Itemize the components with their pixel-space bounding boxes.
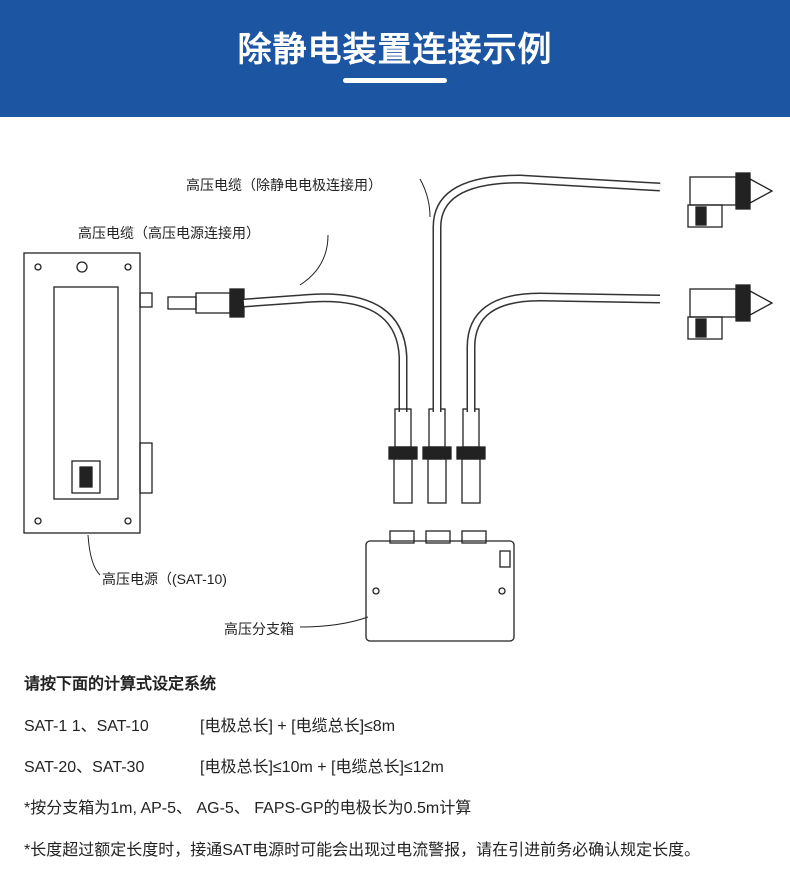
electrode-cable-upper-inner xyxy=(434,175,661,412)
formula-text-2: [电极总长]≤10m + [电缆总长]≤12m xyxy=(200,759,444,776)
power-supply-unit xyxy=(23,252,153,534)
note-overcurrent-warning: *长度超过额定长度时，接通SAT电源时可能会出现过电流警报，请在引进前务必确认规… xyxy=(24,842,701,859)
formula-row-1: SAT-1 1、SAT-10 [电极总长] + [电缆总长]≤8m xyxy=(24,712,395,736)
diagram-drawing xyxy=(23,172,774,642)
electrode-lower xyxy=(687,284,774,340)
label-power-cable: 高压电缆（高压电源连接用） xyxy=(78,225,260,241)
power-cable xyxy=(167,288,408,412)
header-banner: 除静电装置连接示例 xyxy=(0,0,790,117)
title-underline xyxy=(343,78,447,83)
formula-models-2: SAT-20、SAT-30 xyxy=(24,759,145,776)
note-branch-length: *按分支箱为1m, AP-5、 AG-5、 FAPS-GP的电极长为0.5m计算 xyxy=(24,800,472,817)
formula-row-2: SAT-20、SAT-30 [电极总长]≤10m + [电缆总长]≤12m xyxy=(24,753,444,777)
notes-title: 请按下面的计算式设定系统 xyxy=(24,676,217,693)
electrode-cable-lower xyxy=(466,292,661,412)
label-power-supply: 高压电源（(SAT-10) xyxy=(102,571,227,587)
formula-text-1: [电极总长] + [电缆总长]≤8m xyxy=(200,718,396,735)
branch-box-unit xyxy=(365,530,515,642)
page-title: 除静电装置连接示例 xyxy=(237,31,553,69)
formula-models-1: SAT-1 1、SAT-10 xyxy=(24,718,149,735)
branch-connectors xyxy=(388,408,486,504)
electrode-upper xyxy=(687,172,774,228)
electrode-cable-lower-inner xyxy=(468,293,661,412)
label-branch-box: 高压分支箱 xyxy=(224,621,294,637)
connection-diagram: 高压电缆（除静电电极连接用） 高压电缆（高压电源连接用） 高压电源（(SAT-1… xyxy=(0,117,790,657)
label-electrode-cable: 高压电缆（除静电电极连接用） xyxy=(186,177,382,193)
